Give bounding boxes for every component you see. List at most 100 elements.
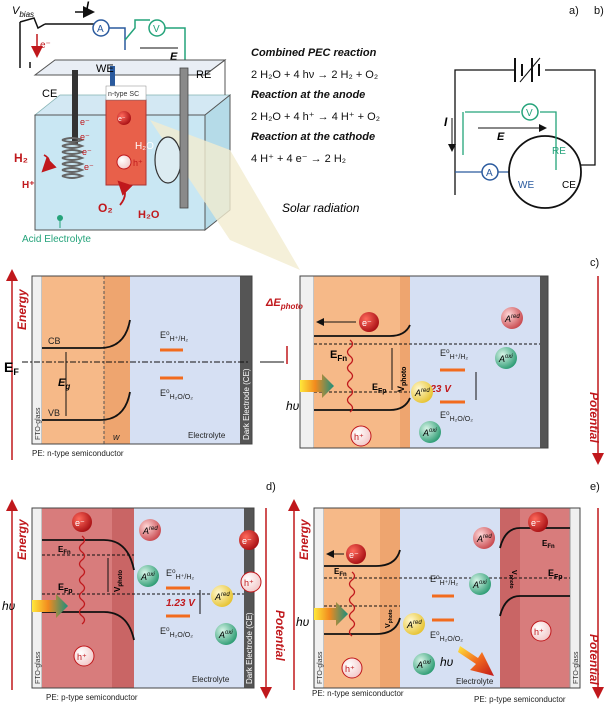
fto-label-d: FTO-glass bbox=[35, 651, 42, 684]
ared-label-e2: Ared bbox=[406, 620, 422, 630]
panel-label-e: e) bbox=[590, 481, 600, 493]
aoxi-label-e1: Aoxi bbox=[472, 580, 487, 590]
electron-label-a: e⁻ bbox=[40, 40, 51, 51]
ared-top-c bbox=[501, 307, 523, 329]
battery-icon bbox=[514, 58, 540, 82]
h2o-label-a: H₂O bbox=[138, 209, 160, 221]
re-label-a: RE bbox=[196, 69, 211, 81]
vbias-label: Vbias bbox=[12, 5, 34, 19]
aoxi-top-c bbox=[495, 347, 517, 369]
ared-label-c2: Ared bbox=[414, 388, 430, 398]
combined-eq: 2 H₂O + 4 hν → 2 H₂ + O₂ bbox=[251, 69, 378, 81]
efn-label-d: EFn bbox=[58, 545, 71, 556]
efp-label-e: EFp bbox=[548, 568, 563, 581]
cathode-title: Reaction at the cathode bbox=[251, 131, 375, 143]
panel-d: d) Energy EFn EFp Vphoto hυ e⁻ h⁺ Ared A… bbox=[2, 481, 287, 702]
light-arrow-c bbox=[300, 374, 334, 398]
e0-h-e: E⁰H⁺/H₂ bbox=[430, 574, 458, 587]
energy-axis-c: Energy bbox=[15, 288, 29, 330]
hole-label-d: h⁺ bbox=[77, 652, 87, 662]
electron-label-d: e⁻ bbox=[75, 518, 85, 528]
light-arrow-d bbox=[32, 594, 68, 618]
electron-c bbox=[359, 312, 379, 332]
svg-text:e⁻: e⁻ bbox=[80, 132, 90, 142]
equations-block: Combined PEC reaction 2 H₂O + 4 hν → 2 H… bbox=[251, 47, 380, 165]
electrolyte-label-c: Electrolyte bbox=[188, 431, 226, 440]
potential-axis-e: Potential bbox=[587, 634, 601, 685]
panel-label-c: c) bbox=[590, 257, 599, 269]
cb-label: CB bbox=[48, 336, 61, 346]
voltmeter-label-b: V bbox=[526, 108, 533, 119]
panel-label-a: a) bbox=[569, 5, 579, 17]
we-label-b: WE bbox=[518, 180, 534, 191]
potential-axis-c: Potential bbox=[587, 392, 601, 443]
light-arrow-e bbox=[314, 602, 348, 626]
fto-label-c: FTO-glass bbox=[35, 407, 42, 440]
e0-o-c2: E⁰H₂O/O₂ bbox=[440, 410, 473, 423]
v123-label-d: 1.23 V bbox=[166, 598, 196, 609]
aoxi-label-d1: Aoxi bbox=[140, 572, 155, 582]
hv-label-c: hυ bbox=[286, 399, 300, 413]
aoxi-label-c2: Aoxi bbox=[422, 428, 437, 438]
e0-o-e: E⁰H₂O/O₂ bbox=[430, 630, 463, 643]
hv-label-e: hυ bbox=[296, 615, 310, 629]
electrolyte-label-d: Electrolyte bbox=[192, 675, 230, 684]
pe-label-c: PE: n-type semiconductor bbox=[32, 449, 124, 458]
w-label: w bbox=[113, 432, 120, 442]
ammeter-label-b: A bbox=[486, 168, 493, 179]
voltmeter-icon-b bbox=[521, 103, 539, 121]
vphoto-label-e: Vphoto bbox=[385, 609, 394, 628]
voltmeter-label-a: V bbox=[153, 24, 160, 35]
e0-h-d: E⁰H⁺/H₂ bbox=[166, 568, 194, 581]
e0-h-c2: E⁰H⁺/H₂ bbox=[440, 348, 468, 361]
aoxi-label-e2: Aoxi bbox=[416, 660, 431, 670]
solar-label: Solar radiation bbox=[282, 201, 360, 215]
energy-axis-e: Energy bbox=[297, 518, 311, 560]
photon-wave-c bbox=[346, 339, 354, 413]
pe-label-d: PE: p-type semiconductor bbox=[46, 693, 138, 702]
ce-coil-icon bbox=[61, 137, 85, 179]
svg-text:e⁻: e⁻ bbox=[84, 162, 94, 172]
h2-label: H₂ bbox=[14, 151, 28, 165]
current-label-b: I bbox=[444, 115, 448, 129]
ared-label-e1: Ared bbox=[476, 534, 492, 544]
aoxi-bottom-c bbox=[419, 421, 441, 443]
cell-circle bbox=[508, 135, 582, 209]
hv-label-d: hυ bbox=[2, 599, 16, 613]
panel-label-d: d) bbox=[266, 481, 276, 493]
vphoto-label-d: Vphoto bbox=[113, 570, 124, 592]
panel-c: c) Energy CB VB Eg w EF E⁰H⁺/H₂ E⁰H₂O/O₂… bbox=[4, 257, 604, 465]
anode-eq: 2 H₂O + 4 h⁺ → 4 H⁺ + O₂ bbox=[251, 111, 380, 123]
eg-label: Eg bbox=[58, 377, 70, 391]
panel-b: b) V E I A RE WE CE bbox=[444, 5, 604, 209]
hole-label-a: h⁺ bbox=[133, 158, 143, 168]
cathode-eq: 4 H⁺ + 4 e⁻ → 2 H₂ bbox=[251, 153, 346, 165]
electrolyte-label-e: Electrolyte bbox=[456, 677, 494, 686]
hplus-label-a: H⁺ bbox=[22, 180, 35, 191]
svg-text:e⁻: e⁻ bbox=[82, 147, 92, 157]
electrolysis-tank: CE n-type SC WE e⁻ h⁺ e⁻ e⁻ e⁻ e⁻ H₂O RE… bbox=[14, 59, 360, 270]
efn-label-e: EFn bbox=[334, 567, 347, 578]
v123-label-c: 1.23 V bbox=[422, 384, 452, 395]
e0-h-c: E⁰H⁺/H₂ bbox=[160, 330, 188, 343]
pe-label-e-left: PE: n-type semiconductor bbox=[312, 689, 404, 698]
dark-electrode-c bbox=[240, 276, 252, 444]
fto-label-e2: FTO-glass bbox=[573, 651, 580, 684]
electron-label-d2: e⁻ bbox=[242, 536, 252, 546]
we-label-a: WE bbox=[96, 63, 114, 75]
current-label-a: I bbox=[86, 0, 90, 12]
dark-electrode-label-d: Dark Electrode (CE) bbox=[245, 612, 254, 684]
ce-label-a: CE bbox=[42, 88, 57, 100]
vphoto-label-c: Vphoto bbox=[396, 367, 408, 392]
delta-e-label: ΔEphoto bbox=[265, 297, 303, 311]
aoxi-label-c1: Aoxi bbox=[498, 354, 513, 364]
acid-label: Acid Electrolyte bbox=[22, 234, 91, 245]
energy-axis-d: Energy bbox=[15, 518, 29, 560]
field-label-b: E bbox=[497, 131, 505, 143]
ared-label-c1: Ared bbox=[504, 314, 520, 324]
efn-label-c: EFn bbox=[330, 349, 347, 363]
combined-title: Combined PEC reaction bbox=[251, 47, 377, 59]
hole-label-e: h⁺ bbox=[345, 664, 355, 674]
vb-label: VB bbox=[48, 408, 60, 418]
